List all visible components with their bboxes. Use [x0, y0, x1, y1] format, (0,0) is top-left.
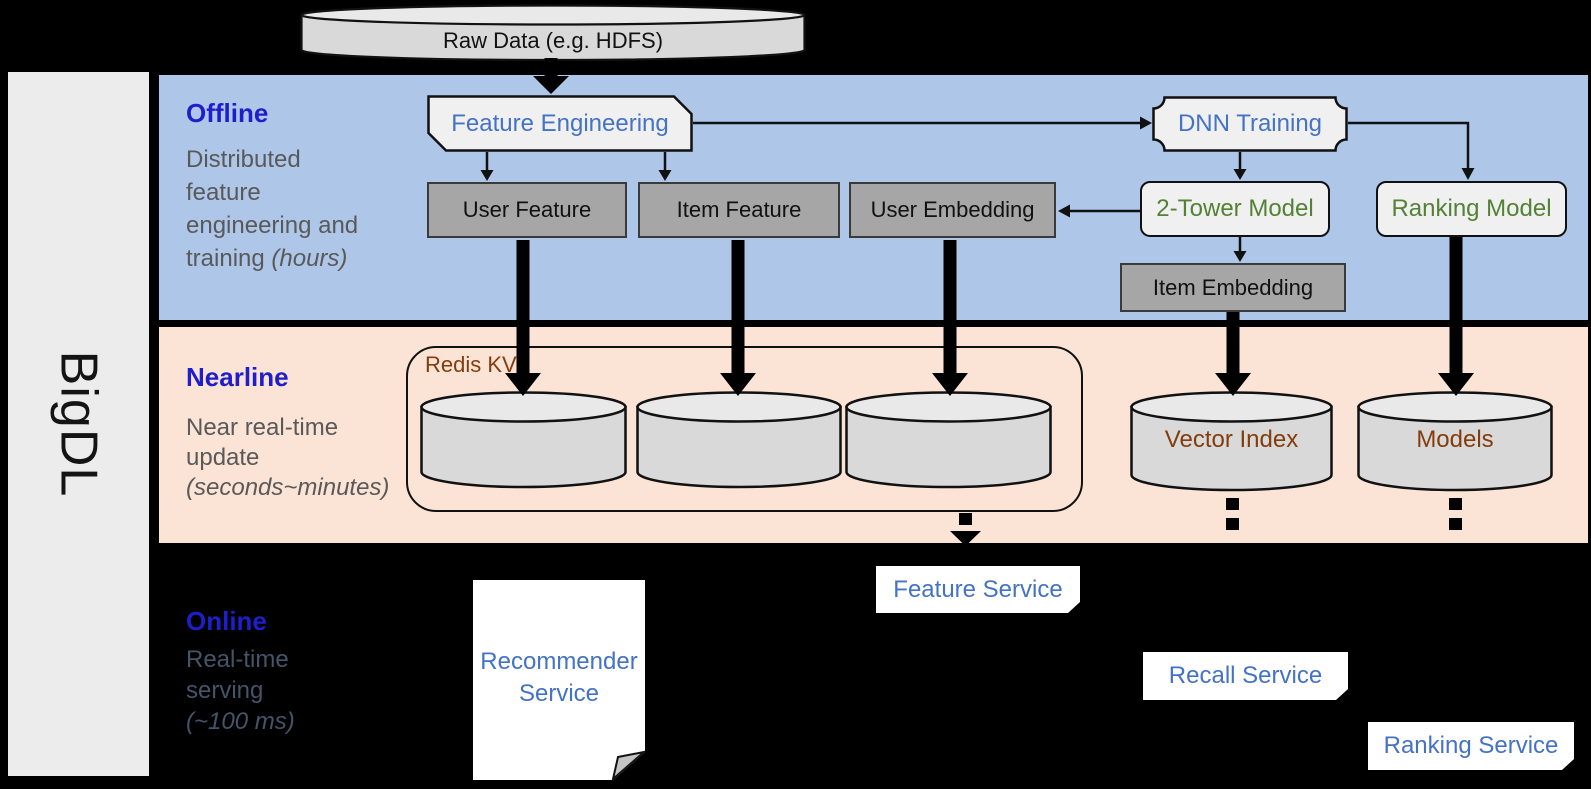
cylinder-shape — [1357, 391, 1553, 492]
nearline-subtitle-line3: (seconds~minutes) — [186, 474, 390, 501]
ranking-model-label: Ranking Model — [1391, 195, 1552, 222]
online-subtitle-line2: serving — [186, 677, 264, 704]
nearline-subtitle-line2: update — [186, 444, 260, 471]
ranking-service-label: Ranking Service — [1383, 732, 1559, 759]
dnn-training-label: DNN Training — [1177, 110, 1323, 137]
redis-cylinder-2 — [636, 390, 842, 490]
online-subtitle-line3: (~100 ms) — [186, 708, 295, 735]
item-feature-node: Item Feature — [638, 182, 840, 238]
online-title: Online — [186, 606, 267, 636]
offline-subtitle-line3: engineering and — [186, 212, 359, 239]
raw-data-label: Raw Data (e.g. HDFS) — [442, 27, 664, 53]
feature-service-node: Feature Service — [876, 566, 1080, 613]
two-tower-model-label: 2-Tower Model — [1156, 195, 1314, 222]
nearline-subtitle-line1: Near real-time — [186, 414, 339, 441]
online-subtitle: Real-time serving (~100 ms) — [186, 644, 295, 737]
feature-service-label: Feature Service — [893, 575, 1063, 603]
online-subtitle-line1: Real-time — [186, 646, 289, 673]
recommender-service-label: Recommender Service — [480, 648, 638, 707]
snip-corner-shape — [427, 95, 693, 152]
item-embedding-label: Item Embedding — [1152, 274, 1314, 300]
bigdl-logo: BigDL — [49, 350, 108, 498]
offline-subtitle-line4: training (hours) — [186, 245, 348, 272]
recommender-service-node: Recommender Service — [473, 580, 645, 780]
item-embedding-node: Item Embedding — [1120, 263, 1346, 312]
raw-data-store: Raw Data (e.g. HDFS) — [300, 4, 806, 62]
redis-cylinder-1 — [420, 390, 627, 490]
bigdl-sidebar: BigDL — [8, 72, 149, 776]
cylinder-shape — [420, 391, 627, 489]
user-embedding-label: User Embedding — [870, 197, 1035, 222]
offline-subtitle-line1: Distributed — [186, 146, 301, 173]
vector-index-store: Vector Index — [1130, 390, 1333, 493]
two-tower-model-node: 2-Tower Model — [1140, 181, 1330, 237]
ranking-service-node: Ranking Service — [1368, 722, 1574, 770]
cylinder-shape — [845, 391, 1052, 489]
nearline-subtitle: Near real-time update (seconds~minutes) — [186, 413, 389, 503]
models-label: Models — [1416, 426, 1494, 453]
user-feature-node: User Feature — [427, 182, 627, 238]
feature-engineering-node: Feature Engineering — [427, 95, 693, 152]
models-store: Models — [1357, 390, 1553, 493]
offline-subtitle: Distributed feature engineering and trai… — [186, 143, 358, 275]
plaque-shape — [1152, 96, 1348, 152]
recall-service-label: Recall Service — [1168, 662, 1323, 689]
offline-title: Offline — [186, 98, 269, 128]
recall-service-node: Recall Service — [1143, 652, 1348, 700]
redis-kv-label: Redis KV — [425, 352, 517, 377]
vector-index-label: Vector Index — [1164, 426, 1299, 453]
cylinder-shape — [636, 391, 842, 489]
user-feature-label: User Feature — [462, 197, 592, 222]
user-embedding-node: User Embedding — [849, 182, 1056, 238]
nearline-title: Nearline — [186, 362, 289, 392]
ranking-model-node: Ranking Model — [1376, 181, 1567, 237]
feature-engineering-label: Feature Engineering — [451, 109, 669, 137]
item-feature-label: Item Feature — [676, 197, 802, 222]
offline-subtitle-line2: feature — [186, 179, 261, 206]
dnn-training-node: DNN Training — [1152, 96, 1348, 152]
cylinder-shape — [1130, 391, 1333, 492]
redis-cylinder-3 — [845, 390, 1052, 490]
page-fold-icon — [609, 748, 645, 780]
redis-kv-frame — [406, 346, 1083, 512]
cylinder-shape — [300, 4, 806, 62]
